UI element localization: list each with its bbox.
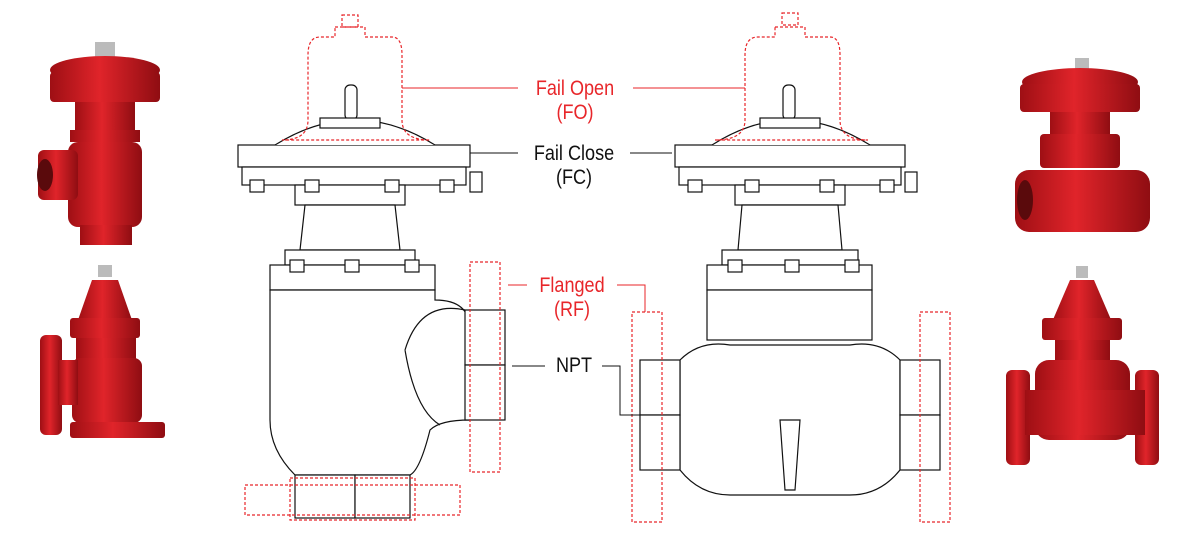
leader-lines xyxy=(402,87,745,416)
flanged-label: Flanged xyxy=(539,274,605,297)
globe-valve-drawing xyxy=(639,84,941,496)
flanged-abbr: (RF) xyxy=(553,298,591,321)
photo-globe-valve-npt xyxy=(1015,58,1150,232)
angle-valve-fail-open-outline xyxy=(244,14,501,521)
fail-open-abbr: (FO) xyxy=(556,101,594,124)
angle-valve-drawing xyxy=(237,84,506,519)
fail-close-label: Fail Close xyxy=(533,142,615,165)
fail-close-abbr: (FC) xyxy=(555,166,593,189)
photo-globe-valve-flanged xyxy=(1006,266,1159,465)
globe-valve-fail-open-outline xyxy=(631,12,951,523)
npt-label: NPT xyxy=(555,354,593,377)
fail-open-label: Fail Open xyxy=(535,77,615,100)
photo-angle-valve-npt xyxy=(37,42,160,245)
photo-angle-valve-flanged xyxy=(40,265,165,438)
